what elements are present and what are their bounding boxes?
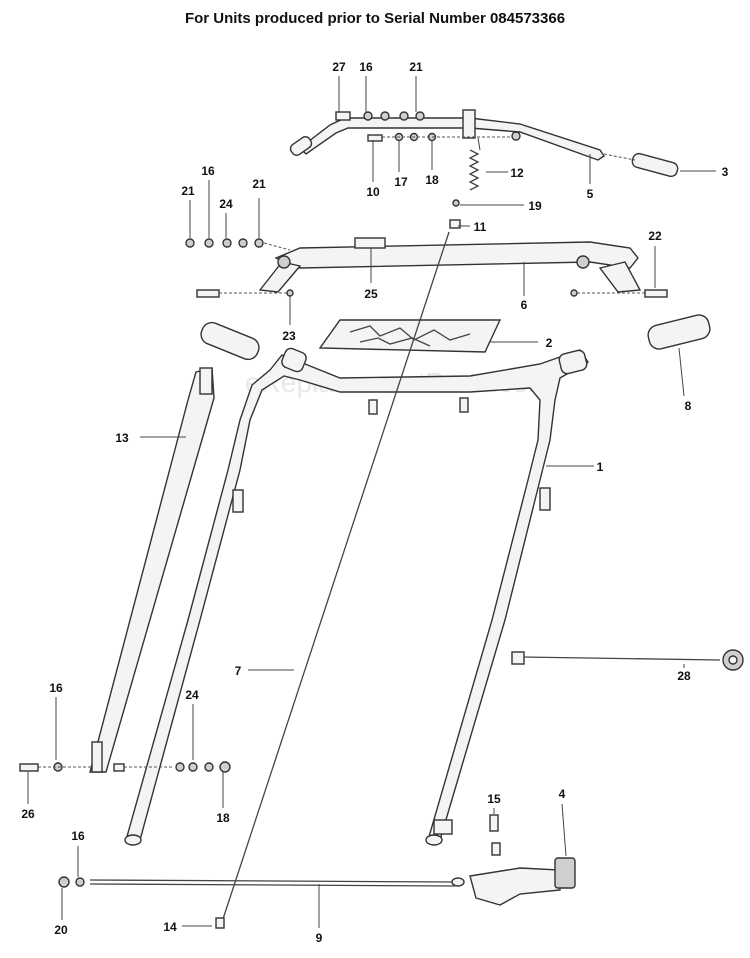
grips bbox=[200, 314, 711, 361]
callout-20: 20 bbox=[54, 923, 68, 937]
callout-4: 4 bbox=[559, 787, 566, 801]
side-link-rod bbox=[89, 367, 215, 773]
callout-5: 5 bbox=[587, 187, 594, 201]
callout-14: 14 bbox=[163, 920, 177, 934]
callout-8: 8 bbox=[685, 399, 692, 413]
callout-16: 16 bbox=[71, 829, 85, 843]
callout-7: 7 bbox=[235, 664, 242, 678]
callout-16: 16 bbox=[359, 60, 373, 74]
leader-lines bbox=[27, 76, 716, 928]
callout-26: 26 bbox=[21, 807, 35, 821]
shift-lever-4 bbox=[469, 814, 576, 906]
callout-17: 17 bbox=[394, 175, 408, 189]
hardware-10-17-18 bbox=[367, 131, 521, 142]
callout-18: 18 bbox=[216, 811, 230, 825]
callout-1: 1 bbox=[597, 460, 604, 474]
callout-6: 6 bbox=[521, 298, 528, 312]
shift-lever-assembly bbox=[289, 109, 679, 178]
spring-12 bbox=[468, 137, 481, 191]
callout-19: 19 bbox=[528, 199, 542, 213]
callout-28: 28 bbox=[677, 669, 691, 683]
callout-21: 21 bbox=[409, 60, 423, 74]
callout-27: 27 bbox=[332, 60, 346, 74]
knob-rod bbox=[511, 649, 744, 671]
decal bbox=[318, 319, 502, 353]
callout-13: 13 bbox=[115, 431, 129, 445]
callout-3: 3 bbox=[722, 165, 729, 179]
hardware-lower-left bbox=[19, 761, 231, 773]
callout-labels: 27 16 21 10 17 18 12 5 3 19 11 21 16 24 … bbox=[21, 60, 728, 945]
callout-16: 16 bbox=[49, 681, 63, 695]
main-handle bbox=[124, 347, 589, 846]
callout-12: 12 bbox=[510, 166, 524, 180]
callout-16: 16 bbox=[201, 164, 215, 178]
console-bracket bbox=[185, 199, 668, 298]
callout-21: 21 bbox=[252, 177, 266, 191]
callout-15: 15 bbox=[487, 792, 501, 806]
callout-24: 24 bbox=[185, 688, 199, 702]
callout-25: 25 bbox=[364, 287, 378, 301]
callout-18: 18 bbox=[425, 173, 439, 187]
lower-rod bbox=[58, 876, 465, 888]
page-title: For Units produced prior to Serial Numbe… bbox=[184, 10, 566, 27]
callout-10: 10 bbox=[366, 185, 380, 199]
shift-cable bbox=[215, 231, 450, 929]
callout-11: 11 bbox=[474, 220, 487, 234]
callout-23: 23 bbox=[282, 329, 296, 343]
callout-24: 24 bbox=[219, 197, 233, 211]
callout-2: 2 bbox=[546, 336, 553, 350]
callout-22: 22 bbox=[648, 229, 662, 243]
callout-21: 21 bbox=[181, 184, 195, 198]
callout-9: 9 bbox=[316, 931, 323, 945]
